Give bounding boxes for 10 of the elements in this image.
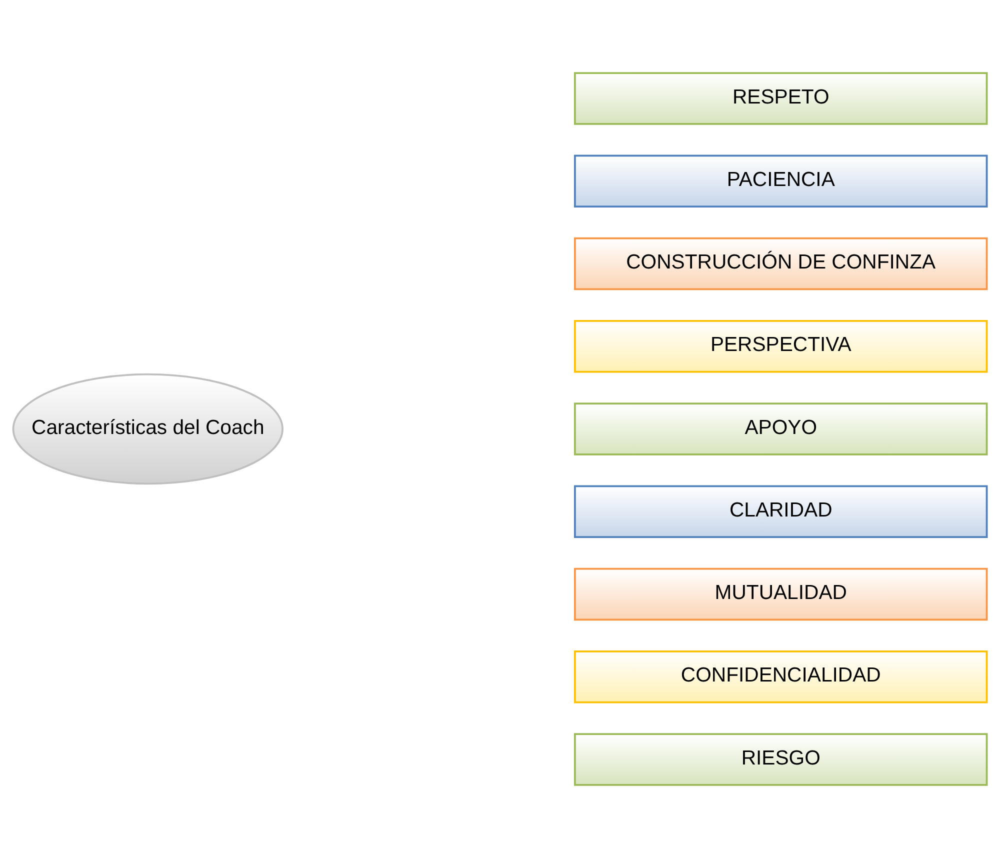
node-box: CONSTRUCCIÓN DE CONFINZA [574, 236, 988, 290]
node-box: MUTUALIDAD [574, 567, 988, 620]
node-box: CONFIDENCIALIDAD [574, 650, 988, 703]
node-box: PACIENCIA [574, 154, 988, 207]
node-box: RIESGO [574, 732, 988, 786]
node-box: APOYO [574, 402, 988, 455]
node-box: CLARIDAD [574, 484, 988, 538]
node-ellipse: Características del Coach [12, 372, 284, 484]
node-box: PERSPECTIVA [574, 320, 988, 372]
node-box: RESPETO [574, 72, 988, 124]
